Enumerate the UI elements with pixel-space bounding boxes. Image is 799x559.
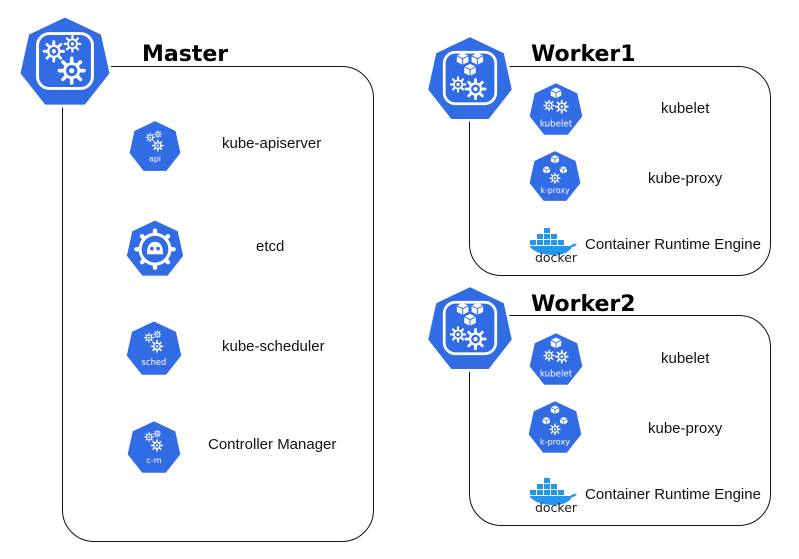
worker1-docker-word: docker bbox=[535, 250, 578, 264]
worker2-kubelet-icon-text: kubelet bbox=[540, 369, 573, 379]
worker1-kube-proxy-icon-text: k-proxy bbox=[540, 186, 570, 195]
apiserver-icon-text: api bbox=[149, 155, 161, 164]
scheduler-icon: sched bbox=[124, 319, 184, 377]
worker2-title: Worker2 bbox=[531, 292, 636, 317]
worker1-node-icon bbox=[425, 34, 515, 122]
worker1-docker-logo: docker bbox=[530, 228, 578, 264]
worker2-node-icon bbox=[425, 284, 515, 372]
master-panel bbox=[62, 66, 374, 542]
etcd-icon bbox=[124, 218, 186, 278]
worker1-panel bbox=[469, 66, 771, 276]
worker1-kube-proxy-icon: k-proxy bbox=[527, 149, 583, 203]
worker2-kubelet-label: kubelet bbox=[661, 350, 710, 367]
master-node-icon bbox=[17, 14, 113, 108]
worker1-kube-proxy-label: kube-proxy bbox=[648, 170, 723, 187]
apiserver-label: kube-apiserver bbox=[222, 135, 322, 152]
worker2-panel bbox=[469, 315, 771, 526]
etcd-label: etcd bbox=[256, 238, 285, 255]
worker2-kube-proxy-label: kube-proxy bbox=[648, 420, 723, 437]
apiserver-icon: api bbox=[127, 119, 183, 173]
worker2-docker-word: docker bbox=[535, 500, 578, 514]
scheduler-icon-text: sched bbox=[142, 357, 167, 367]
worker1-kubelet-icon: kubelet bbox=[527, 81, 585, 137]
controller-manager-label: Controller Manager bbox=[208, 436, 337, 453]
master-title: Master bbox=[142, 42, 229, 67]
worker2-kube-proxy-icon: k-proxy bbox=[526, 399, 584, 455]
worker2-docker-logo: docker bbox=[530, 478, 578, 514]
worker2-kubelet-icon: kubelet bbox=[527, 331, 585, 387]
controller-manager-icon: c-m bbox=[125, 419, 183, 475]
worker2-runtime-label: Container Runtime Engine bbox=[585, 486, 761, 503]
controller-manager-icon-text: c-m bbox=[146, 455, 161, 465]
worker2-kube-proxy-icon-text: k-proxy bbox=[540, 436, 570, 446]
scheduler-label: kube-scheduler bbox=[222, 338, 325, 355]
worker1-title: Worker1 bbox=[531, 42, 636, 67]
worker1-runtime-label: Container Runtime Engine bbox=[585, 236, 761, 253]
worker1-kubelet-label: kubelet bbox=[661, 100, 710, 117]
worker1-kubelet-icon-text: kubelet bbox=[540, 119, 573, 129]
